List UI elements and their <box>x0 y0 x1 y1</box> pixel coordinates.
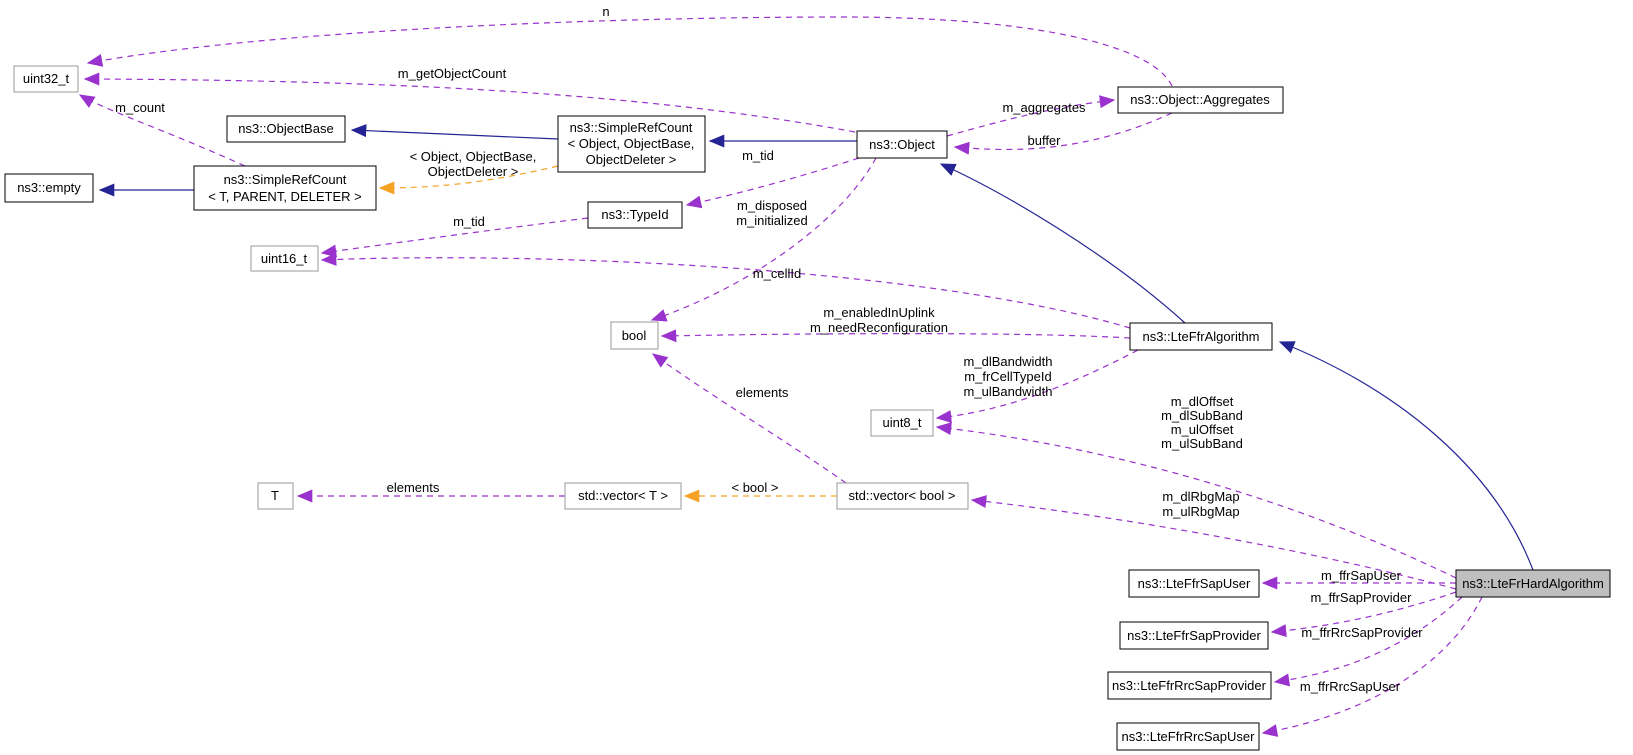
edge-usage-m-ffrrrcsapuser <box>1261 596 1483 737</box>
edge-label-m-dloffset-4: m_ulSubBand <box>1161 436 1243 451</box>
node-ns3-ltefrhardalgorithm: ns3::LteFrHardAlgorithm <box>1455 569 1611 598</box>
edge-label-m-dloffset-2: m_dlSubBand <box>1161 408 1243 423</box>
edge-label-m-ffrsapuser: m_ffrSapUser <box>1321 568 1402 583</box>
edge-usage-m-dlrbgmap <box>970 495 1457 590</box>
edge-inheritance-simplerefcountobject-objectbase <box>350 124 559 140</box>
edge-usage-m-tid-typeid <box>320 217 589 258</box>
node-ns3-typeid-label: ns3::TypeId <box>601 207 668 222</box>
node-uint32-t: uint32_t <box>13 65 79 93</box>
node-ns3-lteffrsapprovider-label: ns3::LteFfrSapProvider <box>1127 628 1261 643</box>
node-ns3-simplerefcount-t-line1: ns3::SimpleRefCount <box>224 172 347 187</box>
edge-usage-elements-bool <box>651 353 847 484</box>
node-t: T <box>257 482 294 510</box>
edge-label-m-dlbandwidth-2: m_frCellTypeId <box>964 369 1051 384</box>
edge-label-template-object-1: < Object, ObjectBase, <box>410 149 537 164</box>
node-ns3-simplerefcount-object-line1: ns3::SimpleRefCount <box>570 120 693 135</box>
edge-usage-m-cellid <box>320 252 1131 329</box>
node-ns3-lteffrrrcsapprovider[interactable]: ns3::LteFfrRrcSapProvider <box>1107 671 1272 700</box>
node-ns3-empty[interactable]: ns3::empty <box>4 173 94 203</box>
edge-usage-m-dlbandwidth <box>935 349 1139 423</box>
node-ns3-lteffrsapuser-label: ns3::LteFfrSapUser <box>1138 576 1251 591</box>
node-std-vector-t: std::vector< T > <box>564 482 682 510</box>
edge-label-elements-bool: elements <box>736 385 789 400</box>
node-ns3-lteffralgorithm[interactable]: ns3::LteFfrAlgorithm <box>1129 322 1273 351</box>
edge-label-m-disposed-1: m_disposed <box>737 198 807 213</box>
node-bool-label: bool <box>622 328 647 343</box>
edge-usage-m-ffrsapprovider <box>1270 591 1457 638</box>
node-bool: bool <box>610 321 659 350</box>
node-t-label: T <box>271 488 279 503</box>
edge-label-m-ffrsapprovider: m_ffrSapProvider <box>1311 590 1413 605</box>
edge-label-m-dlbandwidth-3: m_ulBandwidth <box>964 384 1053 399</box>
edge-label-elements-t: elements <box>387 480 440 495</box>
node-ns3-objectbase[interactable]: ns3::ObjectBase <box>226 115 346 143</box>
node-ns3-simplerefcount-object[interactable]: ns3::SimpleRefCount < Object, ObjectBase… <box>557 115 706 173</box>
node-uint16-t-label: uint16_t <box>261 251 308 266</box>
edge-usage-m-tid-object <box>685 157 860 209</box>
node-ns3-typeid[interactable]: ns3::TypeId <box>587 201 683 229</box>
node-ns3-object-aggregates[interactable]: ns3::Object::Aggregates <box>1117 86 1284 114</box>
edge-label-m-dlrbgmap-1: m_dlRbgMap <box>1162 489 1239 504</box>
edge-inheritance-ltefrhardalgorithm-lteffralgorithm <box>1278 341 1534 571</box>
node-std-vector-bool-label: std::vector< bool > <box>849 488 956 503</box>
node-ns3-objectbase-label: ns3::ObjectBase <box>238 121 333 136</box>
node-ns3-lteffrrrcsapuser-label: ns3::LteFfrRrcSapUser <box>1122 729 1256 744</box>
node-uint8-t-label: uint8_t <box>882 415 921 430</box>
edge-label-m-tid-typeid: m_tid <box>453 214 485 229</box>
node-ns3-lteffrsapuser[interactable]: ns3::LteFfrSapUser <box>1128 569 1260 598</box>
node-ns3-lteffrsapprovider[interactable]: ns3::LteFfrSapProvider <box>1119 621 1269 650</box>
edge-label-m-aggregates: m_aggregates <box>1002 100 1086 115</box>
edge-label-m-count: m_count <box>115 100 165 115</box>
edge-label-n: n <box>602 4 609 19</box>
edge-usage-m-enabledinuplink <box>660 329 1131 343</box>
edge-label-m-enabled-1: m_enabledInUplink <box>823 305 935 320</box>
node-ns3-object[interactable]: ns3::Object <box>856 130 948 159</box>
node-ns3-simplerefcount-t-line2: < T, PARENT, DELETER > <box>208 189 361 204</box>
node-ns3-lteffrrrcsapprovider-label: ns3::LteFfrRrcSapProvider <box>1112 678 1267 693</box>
edge-usage-m-getobjectcount <box>83 72 856 133</box>
node-ns3-empty-label: ns3::empty <box>17 180 81 195</box>
edge-usage-m-count <box>78 94 246 167</box>
edge-label-m-tid-object: m_tid <box>742 148 774 163</box>
edge-label-m-dlrbgmap-2: m_ulRbgMap <box>1162 504 1239 519</box>
edge-usage-n <box>86 16 1173 87</box>
edge-usage-m-aggregates <box>946 95 1116 137</box>
node-ns3-lteffrrrcsapuser[interactable]: ns3::LteFfrRrcSapUser <box>1116 722 1260 751</box>
node-uint16-t: uint16_t <box>250 245 319 272</box>
edge-usage-buffer <box>953 112 1173 155</box>
node-ns3-simplerefcount-object-line2: < Object, ObjectBase, <box>568 136 695 151</box>
node-uint32-t-label: uint32_t <box>23 71 70 86</box>
edge-label-m-dloffset-3: m_ulOffset <box>1171 422 1234 437</box>
edge-label-buffer: buffer <box>1027 133 1061 148</box>
edge-usage-m-dloffset <box>935 422 1457 579</box>
node-ns3-simplerefcount-t[interactable]: ns3::SimpleRefCount < T, PARENT, DELETER… <box>193 165 377 211</box>
node-std-vector-t-label: std::vector< T > <box>578 488 668 503</box>
edge-label-template-bool: < bool > <box>732 480 779 495</box>
node-ns3-object-label: ns3::Object <box>869 137 935 152</box>
edge-usage-m-disposed <box>650 157 877 322</box>
node-ns3-object-aggregates-label: ns3::Object::Aggregates <box>1130 92 1270 107</box>
node-ns3-lteffralgorithm-label: ns3::LteFfrAlgorithm <box>1142 329 1259 344</box>
node-ns3-simplerefcount-object-line3: ObjectDeleter > <box>586 152 677 167</box>
edge-label-m-dloffset-1: m_dlOffset <box>1171 394 1234 409</box>
edge-label-m-ffrrrcsapprovider: m_ffrRrcSapProvider <box>1301 625 1423 640</box>
edge-usage-m-ffrrrcsapprovider <box>1273 596 1463 687</box>
node-std-vector-bool: std::vector< bool > <box>836 482 969 510</box>
edge-label-m-ffrrrcsapuser: m_ffrRrcSapUser <box>1300 679 1401 694</box>
node-uint8-t: uint8_t <box>870 409 934 437</box>
edge-template-simplerefcount <box>378 165 559 195</box>
edge-label-m-enabled-2: m_needReconfiguration <box>810 320 948 335</box>
edge-label-m-getobjectcount: m_getObjectCount <box>398 66 507 81</box>
edge-label-m-dlbandwidth-1: m_dlBandwidth <box>964 354 1053 369</box>
edge-inheritance-lteffralgorithm-object <box>939 163 1186 324</box>
edge-label-m-cellid: m_cellId <box>753 266 801 281</box>
node-ns3-ltefrhardalgorithm-label: ns3::LteFrHardAlgorithm <box>1462 576 1604 591</box>
edge-label-template-object-2: ObjectDeleter > <box>428 164 519 179</box>
edge-label-m-disposed-2: m_initialized <box>736 213 808 228</box>
